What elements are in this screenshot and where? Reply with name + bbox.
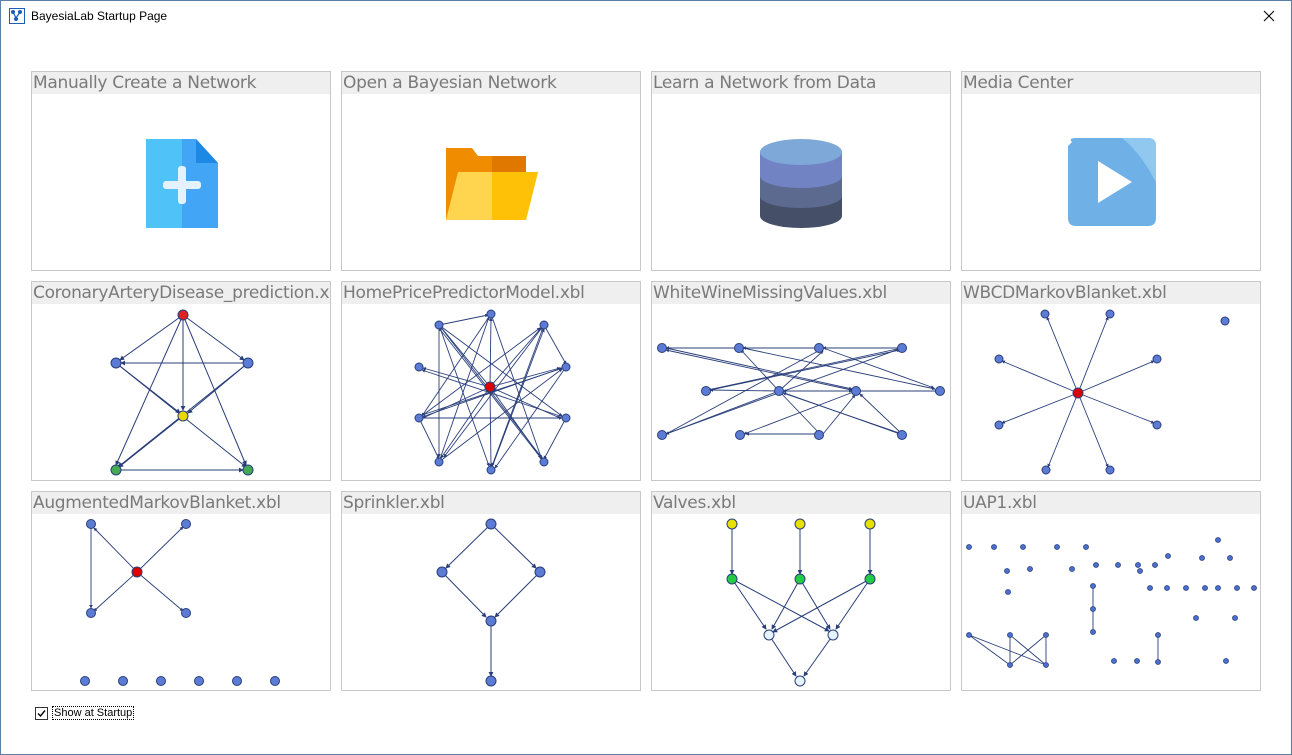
close-button[interactable] xyxy=(1247,1,1291,31)
tile-title: WBCDMarkovBlanket.xbl xyxy=(963,283,1167,303)
network-graph-icon xyxy=(994,309,1230,475)
tile-header xyxy=(652,72,950,94)
tile-open-bayesian-network[interactable]: Open a Bayesian Network xyxy=(341,71,641,271)
close-icon xyxy=(1263,10,1275,22)
tile-header xyxy=(342,72,640,94)
tile-media-center[interactable]: Media Center xyxy=(961,71,1261,271)
tile-recent-sprinkler[interactable]: Sprinkler.xbl xyxy=(341,491,641,691)
show-at-startup-checkbox[interactable] xyxy=(35,706,48,720)
tile-manually-create-network[interactable]: Manually Create a Network xyxy=(31,71,331,271)
tile-title: Media Center xyxy=(963,73,1074,93)
tile-title: AugmentedMarkovBlanket.xbl xyxy=(33,493,281,513)
tile-title: HomePricePredictorModel.xbl xyxy=(343,283,585,303)
tile-learn-network-from-data[interactable]: Learn a Network from Data xyxy=(651,71,951,271)
tile-title: WhiteWineMissingValues.xbl xyxy=(653,283,887,303)
tile-title: Open a Bayesian Network xyxy=(343,73,557,93)
checkmark-icon xyxy=(37,709,46,717)
window-title: BayesiaLab Startup Page xyxy=(31,9,168,23)
new-file-icon xyxy=(146,139,218,228)
tile-header xyxy=(32,72,330,94)
tile-recent-uap1[interactable]: UAP1.xbl xyxy=(961,491,1261,691)
tile-recent-valves[interactable]: Valves.xbl xyxy=(651,491,951,691)
tile-title: Valves.xbl xyxy=(653,493,736,513)
database-icon xyxy=(760,139,842,228)
tile-header xyxy=(962,282,1260,304)
tile-title: Learn a Network from Data xyxy=(653,73,877,93)
play-icon xyxy=(1068,138,1156,226)
tile-header xyxy=(342,282,640,304)
tile-header xyxy=(32,282,330,304)
tile-recent-augmented-markov-blanket[interactable]: AugmentedMarkovBlanket.xbl xyxy=(31,491,331,691)
network-graph-icon xyxy=(966,537,1257,668)
tile-header xyxy=(962,492,1260,514)
tile-recent-wbcd-markov-blanket[interactable]: WBCDMarkovBlanket.xbl xyxy=(961,281,1261,481)
tile-title: Sprinkler.xbl xyxy=(343,493,445,513)
tile-title: Manually Create a Network xyxy=(33,73,257,93)
network-graph-icon xyxy=(657,343,945,440)
bayesialab-app-icon xyxy=(9,8,25,24)
title-bar: BayesiaLab Startup Page xyxy=(1,1,1291,31)
tile-recent-white-wine-missing-values[interactable]: WhiteWineMissingValues.xbl xyxy=(651,281,951,481)
folder-icon xyxy=(446,148,538,220)
tile-header xyxy=(342,492,640,514)
tile-title: CoronaryArteryDisease_prediction.xbl xyxy=(33,283,331,303)
network-graph-icon xyxy=(110,309,254,476)
tile-header xyxy=(962,72,1260,94)
tile-recent-coronary-artery-disease[interactable]: CoronaryArteryDisease_prediction.xbl xyxy=(31,281,331,481)
network-graph-icon xyxy=(726,518,876,687)
tile-recent-home-price-predictor[interactable]: HomePricePredictorModel.xbl xyxy=(341,281,641,481)
network-graph-icon xyxy=(80,519,280,686)
network-graph-icon xyxy=(414,309,571,475)
network-graph-icon xyxy=(436,518,546,687)
tile-header xyxy=(652,282,950,304)
tile-title: UAP1.xbl xyxy=(963,493,1037,513)
show-at-startup[interactable]: Show at Startup xyxy=(35,706,135,720)
tile-header xyxy=(652,492,950,514)
tile-header xyxy=(32,492,330,514)
show-at-startup-label[interactable]: Show at Startup xyxy=(52,706,135,720)
